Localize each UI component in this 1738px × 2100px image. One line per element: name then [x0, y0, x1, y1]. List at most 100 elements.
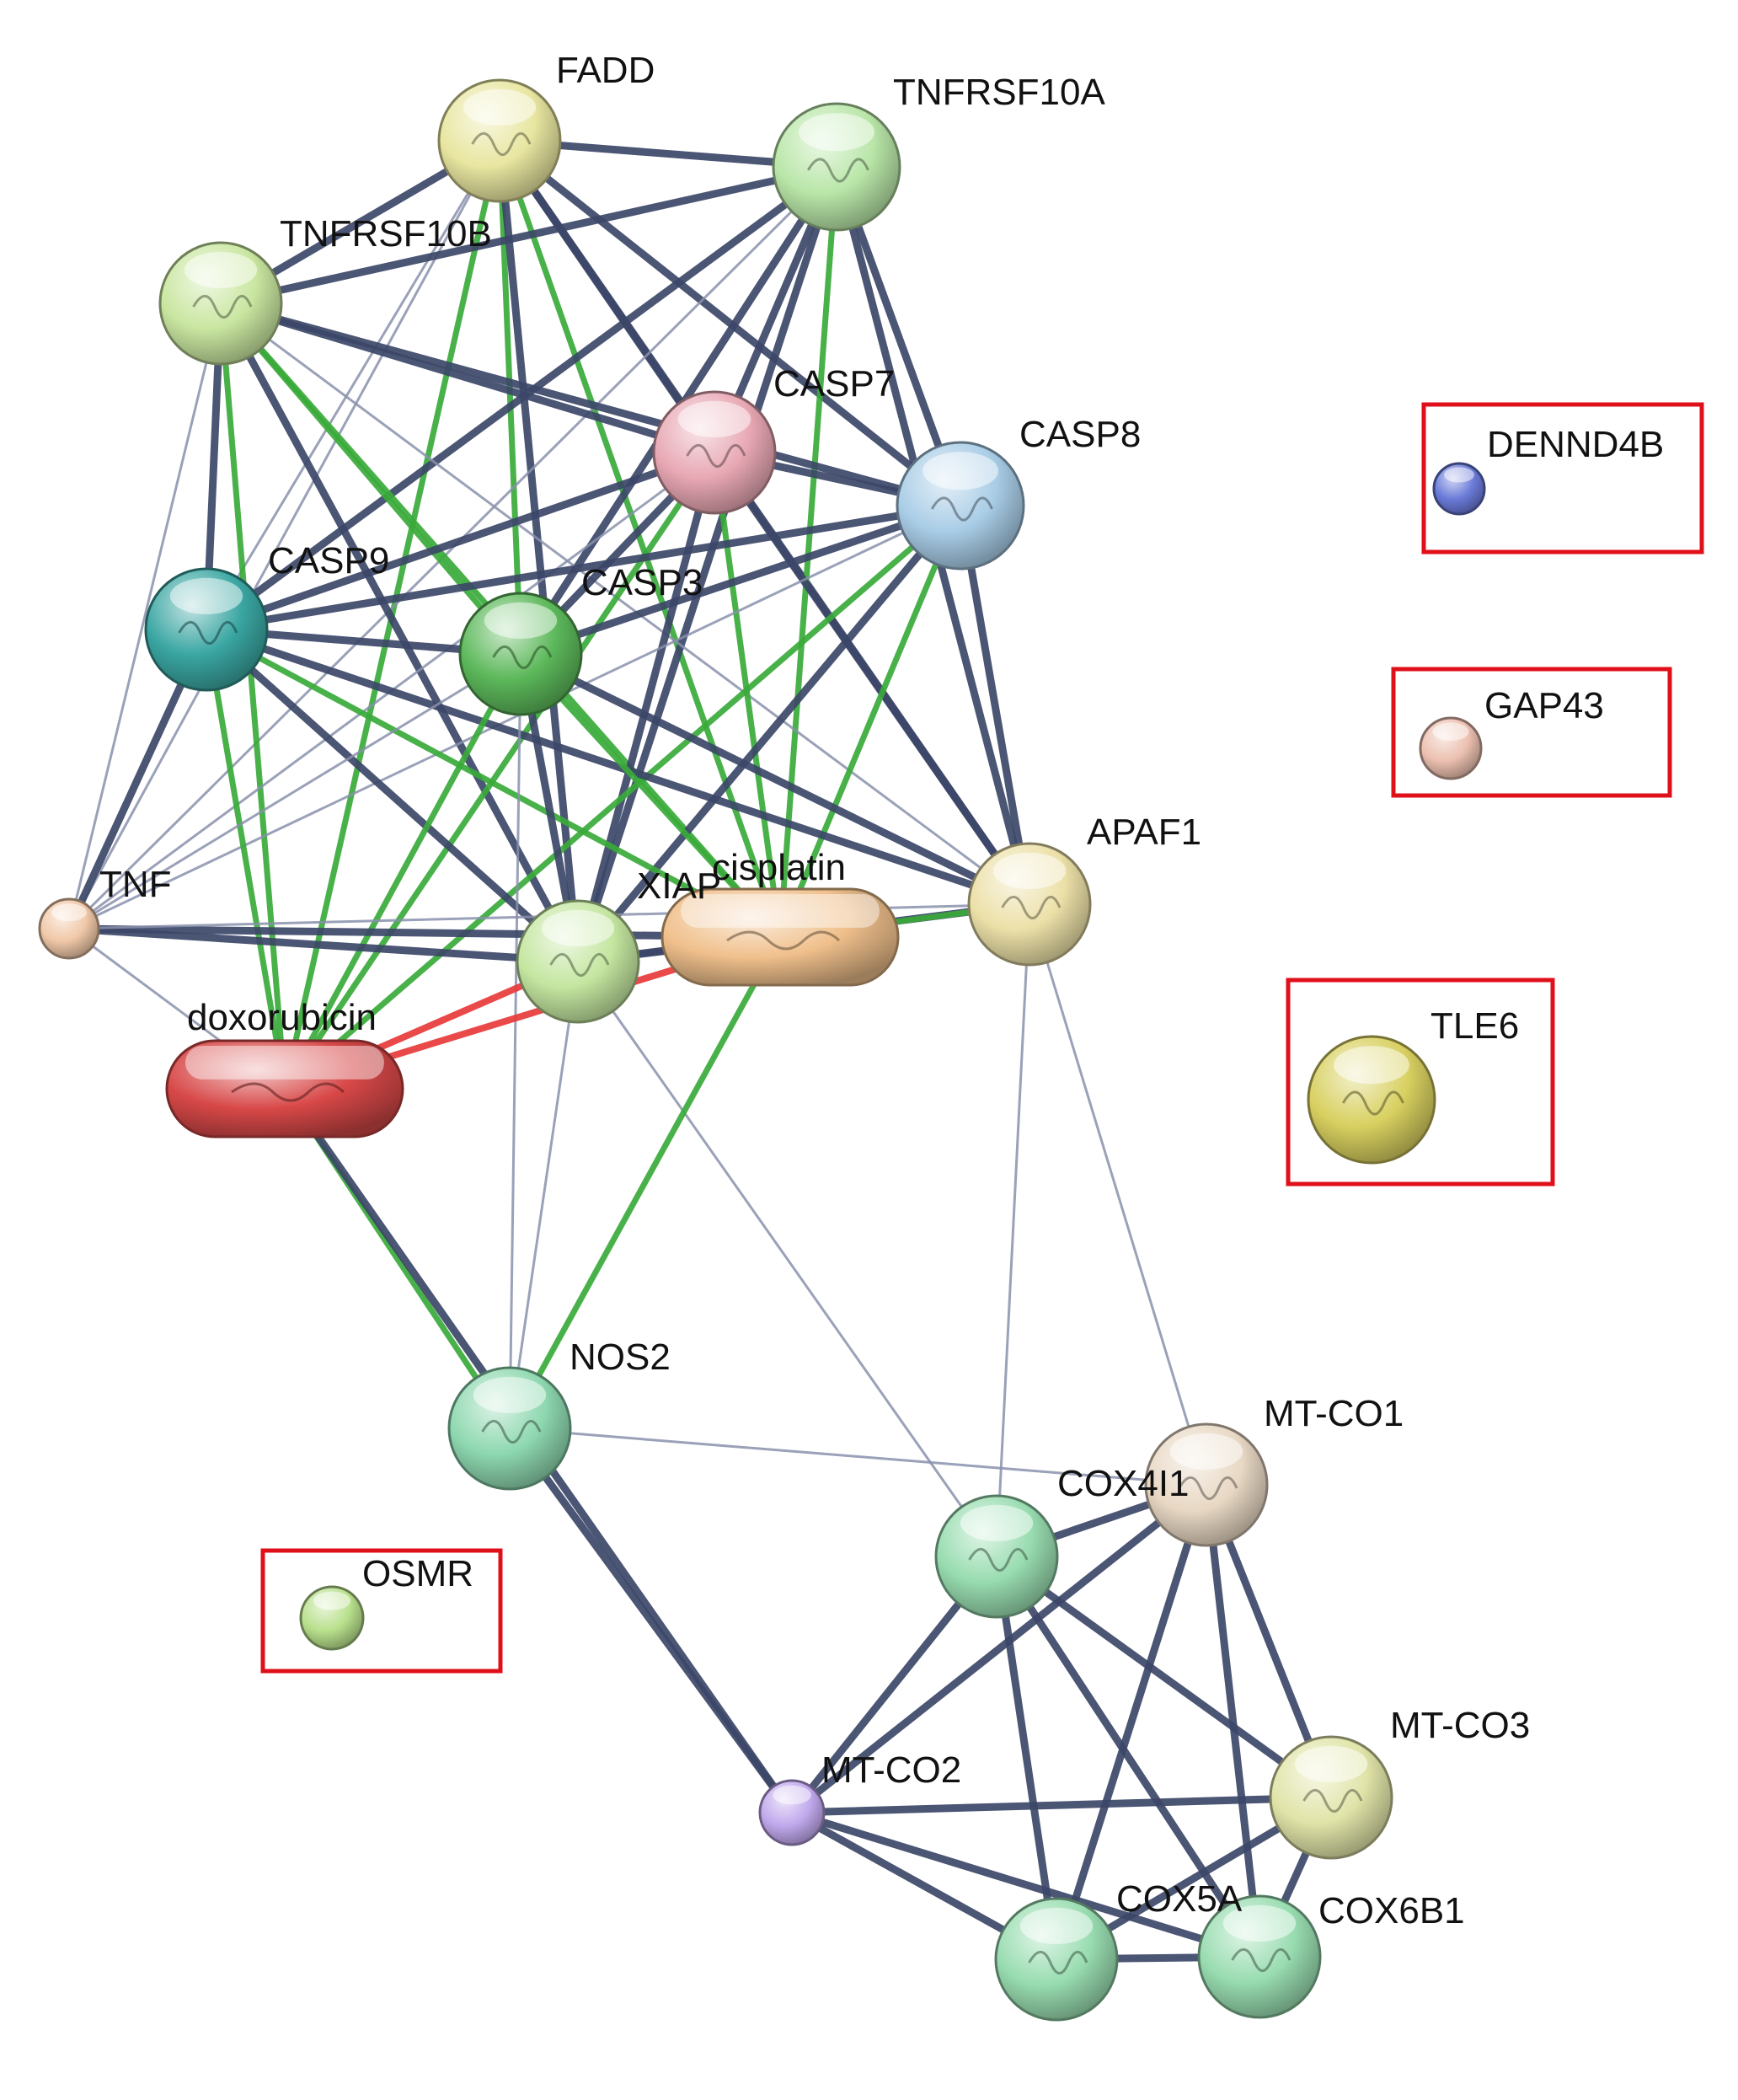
labels: FADD TNFRSF10A TNFRSF10B CASP7CASP8CASP9CAS… [99, 50, 1664, 1931]
node-label-tnfrsf10a: TNFRSF10A [893, 72, 1105, 113]
edge-casp8-doxorubicin [281, 502, 964, 1092]
edge-casp3-nos2 [508, 652, 522, 1430]
node-label-xiap: XIAP [637, 865, 721, 907]
highlight-box-tle6 [1286, 978, 1555, 1187]
edge-casp7-xiap [574, 448, 719, 966]
node-label-casp9: CASP9 [268, 540, 389, 581]
edge-cox4i1-cox6b1 [992, 1552, 1264, 1961]
node-label-fadd: FADD [556, 50, 655, 91]
node-label-casp7: CASP7 [773, 363, 895, 404]
edge-casp9-doxorubicin [203, 626, 288, 1092]
edge-fadd-tnf [67, 139, 501, 930]
edge-casp3-doxorubicin [281, 651, 524, 1092]
edge-fadd-casp3 [496, 137, 524, 657]
node-osmr[interactable] [299, 1585, 365, 1651]
edge-casp8-apaf1 [956, 501, 1034, 908]
edge-mt-co1-cox6b1 [1202, 1481, 1264, 1961]
node-label-dennd4b: DENND4B [1487, 424, 1664, 465]
node-label-tnfrsf10b: TNFRSF10B [280, 213, 492, 254]
edge-nos2-mt-co2 [505, 1424, 796, 1817]
node-casp3[interactable] [458, 592, 583, 716]
edge-fadd-casp9 [205, 139, 501, 631]
nodes [38, 78, 1486, 2022]
node-cox5a[interactable] [994, 1897, 1119, 2022]
node-cox4i1[interactable] [934, 1494, 1059, 1619]
edge-casp7-cisplatin [711, 449, 783, 940]
node-casp7[interactable] [652, 390, 777, 515]
node-label-doxorubicin: doxorubicin [187, 997, 377, 1038]
edge-nos2-mt-co1 [508, 1427, 1208, 1487]
node-label-cisplatin: cisplatin [712, 847, 846, 888]
edge-casp8-cisplatin [777, 502, 964, 940]
node-label-cox6b1: COX6B1 [1318, 1890, 1465, 1931]
node-label-cox5a: COX5A [1116, 1878, 1243, 1920]
node-gap43[interactable] [1419, 716, 1483, 780]
edge-mt-co2-cox6b1 [788, 1808, 1264, 1961]
edge-tnfrsf10b-tnf [67, 302, 222, 930]
node-label-apaf1: APAF1 [1087, 812, 1201, 853]
edge-tnfrsf10b-doxorubicin [217, 300, 288, 1092]
node-label-nos2: NOS2 [570, 1337, 671, 1378]
edge-fadd-casp8 [495, 137, 965, 510]
node-casp8[interactable] [896, 441, 1025, 571]
edge-apaf1-cox4i1 [995, 903, 1031, 1558]
node-label-cox4i1: COX4I1 [1057, 1463, 1190, 1504]
node-xiap[interactable] [516, 899, 640, 1024]
node-fadd[interactable] [437, 78, 562, 203]
edge-tnfrsf10b-apaf1 [219, 302, 1031, 906]
edges [65, 137, 1335, 1963]
edge-tnfrsf10a-tnfrsf10b [217, 163, 841, 308]
edge-tnfrsf10b-casp8 [217, 299, 965, 510]
node-cox6b1[interactable] [1197, 1894, 1322, 2019]
edge-mt-co1-mt-co2 [788, 1481, 1211, 1817]
edge-casp3-tnf [67, 652, 522, 930]
edge-tnfrsf10a-xiap [574, 163, 841, 966]
edge-mt-co2-mt-co3 [788, 1793, 1335, 1817]
node-label-casp3: CASP3 [581, 562, 703, 603]
edge-casp7-apaf1 [710, 448, 1034, 908]
edge-apaf1-mt-co1 [1028, 903, 1208, 1487]
node-label-mt-co2: MT-CO2 [821, 1749, 961, 1791]
node-mt-co1[interactable] [1144, 1422, 1269, 1547]
node-label-osmr: OSMR [362, 1553, 473, 1594]
node-tnfrsf10a[interactable] [772, 102, 901, 232]
node-dennd4b[interactable] [1432, 462, 1486, 516]
node-casp9[interactable] [144, 567, 269, 692]
node-label-tnf: TNF [99, 864, 172, 905]
node-label-casp8: CASP8 [1019, 414, 1141, 455]
edge-mt-co1-cox5a [1052, 1481, 1211, 1963]
node-apaf1[interactable] [967, 842, 1092, 967]
edge-xiap-nos2 [508, 960, 580, 1430]
highlight-box-gap43 [1391, 667, 1672, 798]
edge-tnfrsf10a-tnf [67, 165, 838, 930]
node-label-tle6: TLE6 [1431, 1005, 1519, 1047]
highlight-boxes [260, 402, 1704, 1674]
edge-cox4i1-mt-co3 [992, 1552, 1335, 1802]
node-mt-co2[interactable] [758, 1779, 826, 1846]
node-tle6[interactable] [1307, 1035, 1436, 1165]
highlight-box-dennd4b [1421, 402, 1704, 554]
node-cisplatin[interactable] [660, 887, 900, 987]
edge-tnf-xiap [65, 924, 582, 966]
node-label-mt-co3: MT-CO3 [1390, 1705, 1530, 1746]
node-label-gap43: GAP43 [1484, 685, 1604, 726]
edge-casp3-apaf1 [516, 650, 1034, 908]
node-tnfrsf10b[interactable] [158, 241, 283, 366]
node-nos2[interactable] [447, 1366, 572, 1491]
edge-cisplatin-nos2 [506, 934, 783, 1432]
edge-casp9-apaf1 [202, 625, 1034, 908]
edge-casp9-cisplatin [203, 626, 783, 940]
node-tnf[interactable] [38, 897, 100, 960]
edge-xiap-cox4i1 [576, 960, 998, 1558]
edge-casp8-casp3 [516, 501, 965, 658]
node-mt-co3[interactable] [1269, 1735, 1393, 1860]
node-label-mt-co1: MT-CO1 [1264, 1393, 1404, 1434]
node-doxorubicin[interactable] [165, 1039, 404, 1138]
edge-casp8-casp9 [202, 501, 965, 634]
edge-casp8-tnf [67, 504, 962, 930]
edge-casp8-xiap [574, 501, 965, 966]
highlight-box-osmr [260, 1548, 503, 1674]
edge-tnfrsf10a-cisplatin [777, 163, 840, 940]
edge-casp7-casp9 [202, 448, 719, 634]
